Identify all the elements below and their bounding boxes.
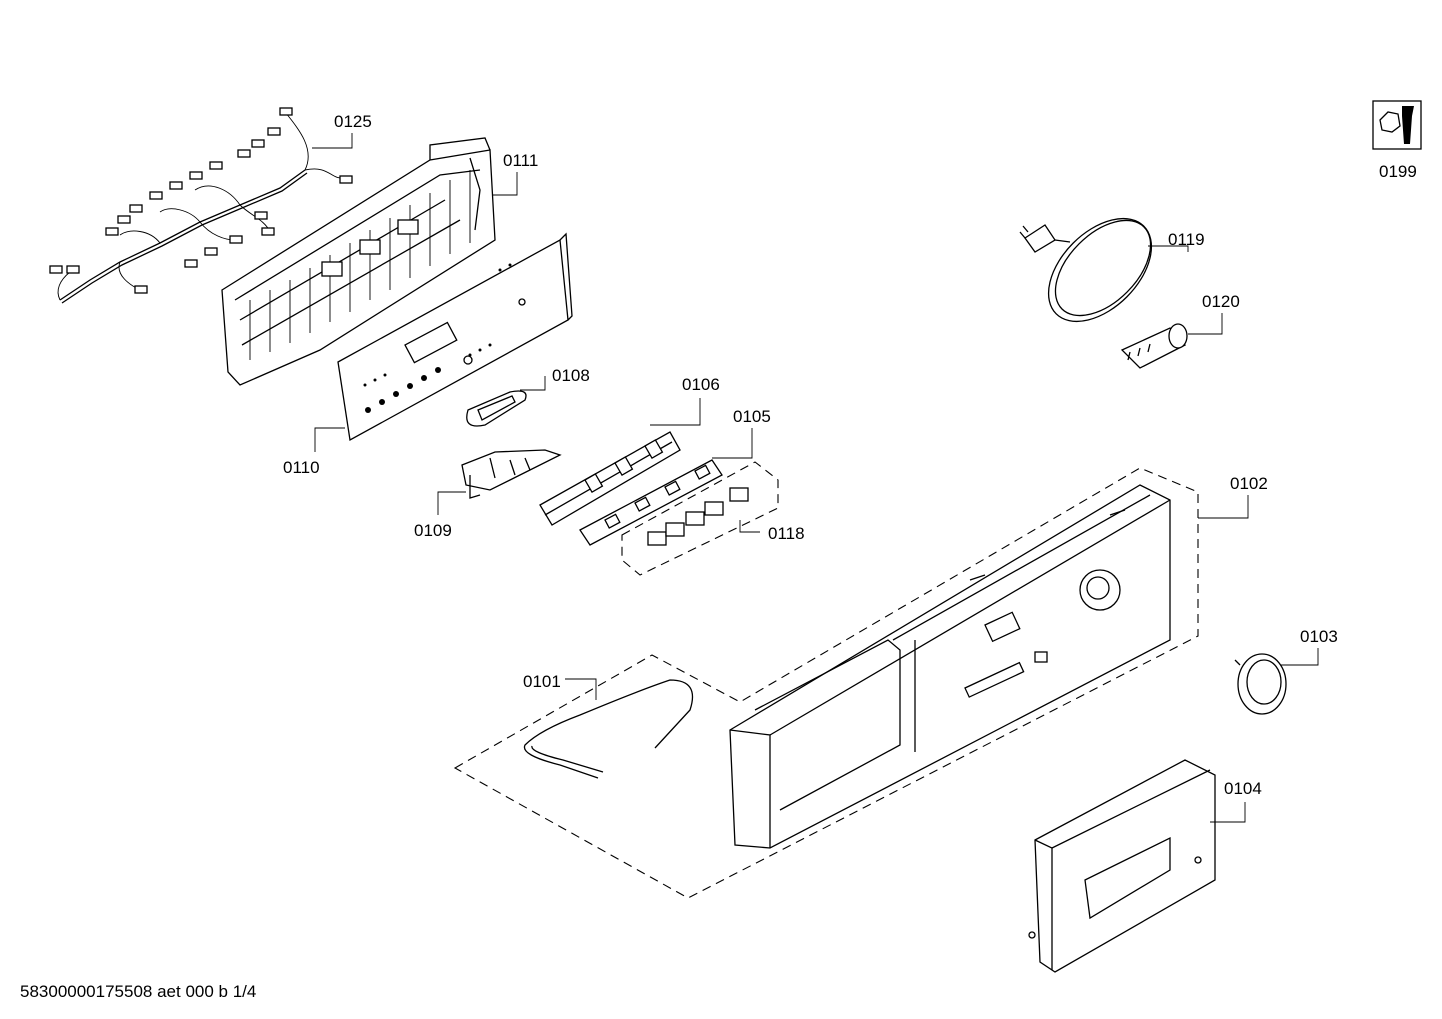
label-0104: 0104 (1224, 779, 1262, 798)
button-rail-0105[interactable] (579, 459, 723, 546)
label-0108: 0108 (552, 366, 590, 385)
label-0106: 0106 (682, 375, 720, 394)
label-0101: 0101 (523, 672, 561, 691)
label-0105: 0105 (733, 407, 771, 426)
label-0109: 0109 (414, 521, 452, 540)
wiring-harness-0125[interactable] (49, 107, 353, 304)
drawer-front-0104[interactable] (1028, 759, 1216, 973)
power-cable-0119[interactable] (1019, 199, 1171, 340)
control-panel-0102[interactable] (453, 467, 1199, 899)
label-0199: 0199 (1379, 162, 1417, 181)
bracket-0109[interactable] (461, 449, 562, 499)
part-labels: 0125 0111 0110 0108 0109 0106 0105 0118 … (283, 112, 1417, 798)
wrench-nut-icon (1372, 100, 1422, 150)
seal-cord-0101[interactable] (523, 679, 694, 779)
button-holder-0106[interactable] (539, 431, 681, 526)
buttons-0118[interactable] (621, 461, 779, 576)
leader-lines (312, 133, 1319, 823)
label-0125: 0125 (334, 112, 372, 131)
knob-0103[interactable] (1234, 653, 1287, 715)
label-0103: 0103 (1300, 627, 1338, 646)
label-0102: 0102 (1230, 474, 1268, 493)
label-0111: 0111 (503, 151, 538, 170)
control-housing-0111[interactable] (221, 137, 496, 386)
pcb-board-0110[interactable] (337, 232, 573, 442)
label-0118: 0118 (768, 524, 805, 543)
label-0120: 0120 (1202, 292, 1240, 311)
label-0119: 0119 (1168, 230, 1205, 249)
document-id-footer: 58300000175508 aet 000 b 1/4 (20, 982, 257, 1001)
light-guide-0108[interactable] (466, 390, 527, 427)
suppressor-0120[interactable] (1120, 323, 1188, 369)
label-0110: 0110 (283, 458, 320, 477)
